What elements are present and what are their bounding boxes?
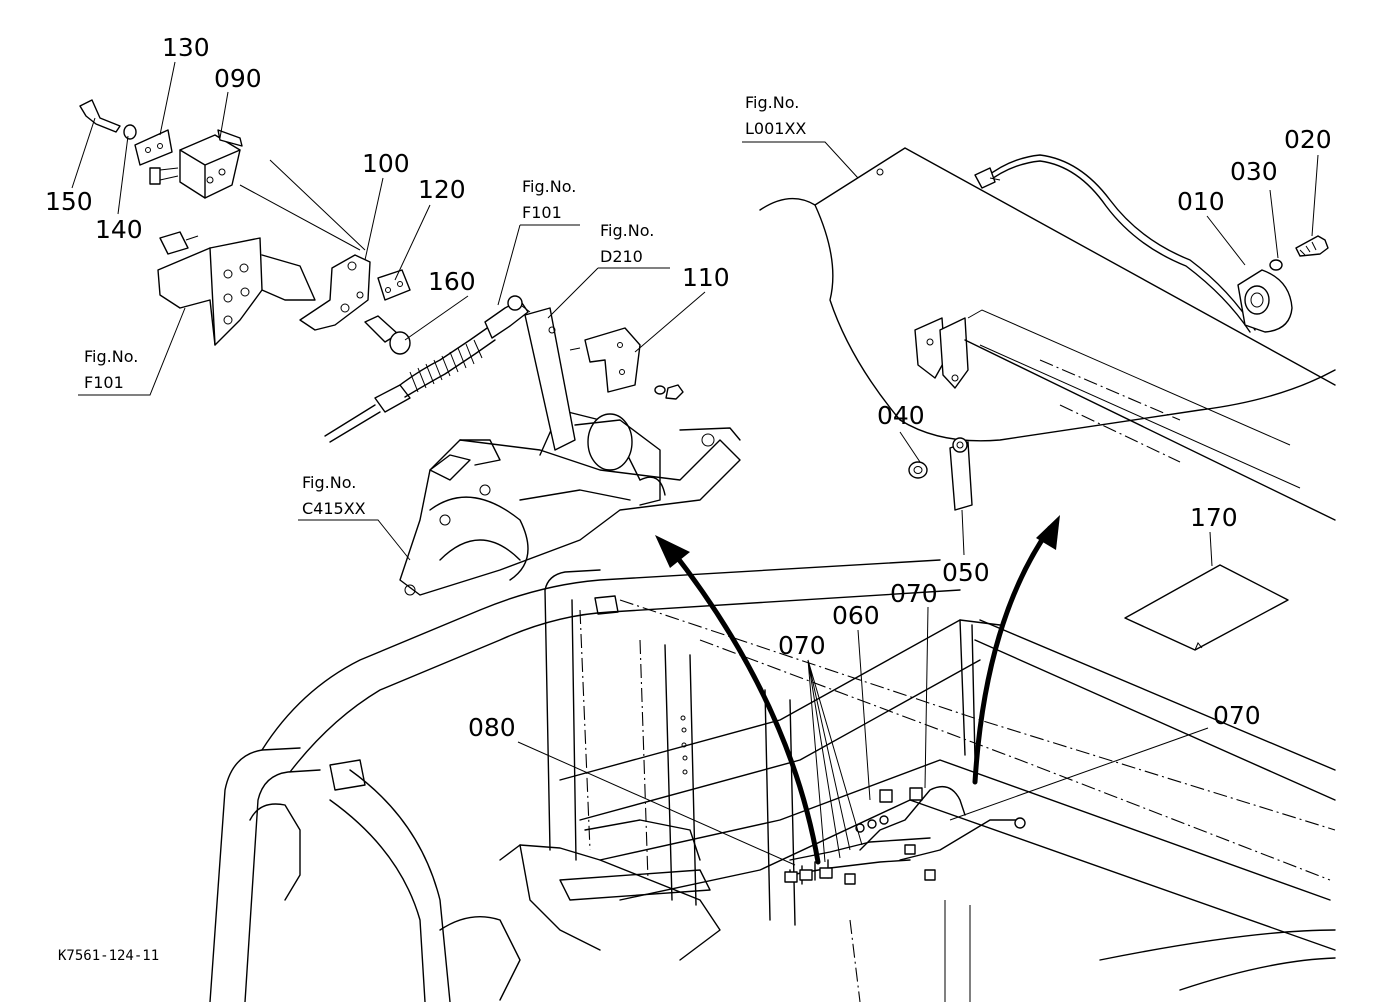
part-090-switch <box>79 99 366 251</box>
control-cable <box>324 295 531 443</box>
direction-arrows <box>655 515 1060 865</box>
callout-080: 080 <box>468 713 516 742</box>
drawing-code: K7561-124-11 <box>58 948 159 964</box>
fig-ref-label-3: Fig.No. <box>600 221 654 240</box>
callout-050: 050 <box>942 558 990 587</box>
part-110-bracket <box>569 327 684 400</box>
fig-ref-label-2: Fig.No. <box>84 347 138 366</box>
wiring-harness <box>784 786 1026 885</box>
callout-140: 140 <box>95 215 143 244</box>
part-100-plate <box>299 254 411 331</box>
fig-ref-label-5: Fig.No. <box>745 93 799 112</box>
callout-070-a: 070 <box>890 579 938 608</box>
callout-070-c: 070 <box>1213 701 1261 730</box>
callout-010: 010 <box>1177 187 1225 216</box>
left-bracket-f101 <box>157 231 316 346</box>
figure-references: Fig.No. F101 Fig.No. F101 Fig.No. D210 F… <box>84 93 806 518</box>
part-040-050 <box>908 437 973 511</box>
callout-150: 150 <box>45 187 93 216</box>
fig-ref-code-3: D210 <box>600 247 643 266</box>
callout-030: 030 <box>1230 157 1278 186</box>
part-170-document <box>1124 564 1289 651</box>
part-160-pin <box>364 315 411 355</box>
callout-090: 090 <box>214 64 262 93</box>
callout-100: 100 <box>362 149 410 178</box>
callout-120: 120 <box>418 175 466 204</box>
part-callouts: 130 090 150 140 100 120 160 110 040 050 … <box>45 33 1332 742</box>
callout-040: 040 <box>877 401 925 430</box>
fig-ref-code-4: C415XX <box>302 499 366 518</box>
part-010-sensor <box>1237 235 1329 333</box>
callout-060: 060 <box>832 601 880 630</box>
fig-ref-label-1: Fig.No. <box>522 177 576 196</box>
callout-020: 020 <box>1284 125 1332 154</box>
fig-ref-code-2: F101 <box>84 373 124 392</box>
callout-070-b: 070 <box>778 631 826 660</box>
fig-ref-code-5: L001XX <box>745 119 806 138</box>
lever-bracket <box>524 307 576 451</box>
callout-170: 170 <box>1190 503 1238 532</box>
fig-ref-label-4: Fig.No. <box>302 473 356 492</box>
vehicle-frame <box>209 559 1336 1002</box>
callout-160: 160 <box>428 267 476 296</box>
leader-lines <box>71 61 1319 866</box>
cover-plate <box>759 147 1336 521</box>
fig-ref-code-1: F101 <box>522 203 562 222</box>
transmission-body <box>399 409 741 596</box>
callout-130: 130 <box>162 33 210 62</box>
callout-110: 110 <box>682 263 730 292</box>
